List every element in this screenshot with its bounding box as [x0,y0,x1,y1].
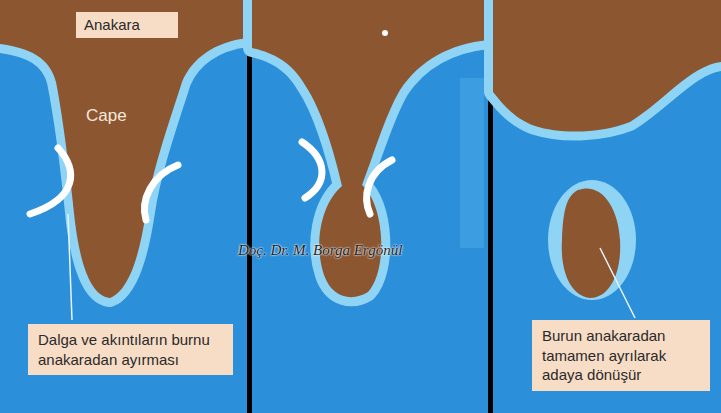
island-stage [493,0,721,318]
box-text: Dalga ve akıntıların burnu anakaradan ay… [38,330,223,369]
mainland-label-box: Anakara [76,12,178,38]
cape-stage-1 [0,0,247,320]
sea [0,0,247,413]
watermark: Doç. Dr. M. Borga Ergönül [238,242,402,259]
cape-label: Cape [86,106,127,126]
sea [252,0,488,413]
callout-box: Dalga ve akıntıların burnu anakaradan ay… [28,324,233,375]
sea [493,0,721,413]
box-text: Burun anakaradan tamamen ayrılarak adaya… [542,326,700,385]
box-text: Anakara [84,15,170,35]
callout-box: Burun anakaradan tamamen ayrılarak adaya… [532,320,710,391]
